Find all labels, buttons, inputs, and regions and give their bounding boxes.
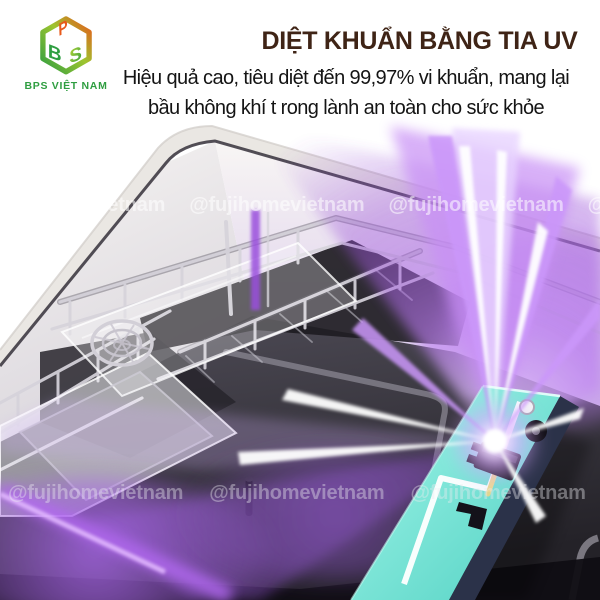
subtitle-line-1: Hiệu quả cao, tiêu diệt đến 99,97% vi kh… [122, 67, 570, 89]
page-title: DIỆT KHUẨN BẰNG TIA UV [261, 27, 578, 55]
pcb-side-face [449, 396, 579, 600]
bps-logo: B S P BPS VIỆT NAM [14, 12, 118, 100]
bps-logo-cube-icon: B S P [40, 16, 92, 75]
floor-panel-rim [223, 349, 448, 579]
subtitle-line-2: bầu không khí t rong lành an toàn cho sứ… [147, 97, 545, 119]
floor-panel-rim-corner [568, 534, 600, 600]
pcb-black-trace [456, 502, 487, 530]
rim-trim-line [0, 139, 600, 367]
logo-letter-top: P [58, 16, 68, 41]
uv-light-burst [238, 136, 600, 523]
subtitle: Hiệu quả cao, tiêu diệt đến 99,97% vi kh… [100, 63, 592, 123]
logo-letter-left: B [48, 40, 62, 66]
logo-letter-right: S [69, 42, 82, 68]
utensil-basket [90, 319, 154, 367]
logo-brand-text: BPS VIỆT NAM [24, 80, 108, 92]
